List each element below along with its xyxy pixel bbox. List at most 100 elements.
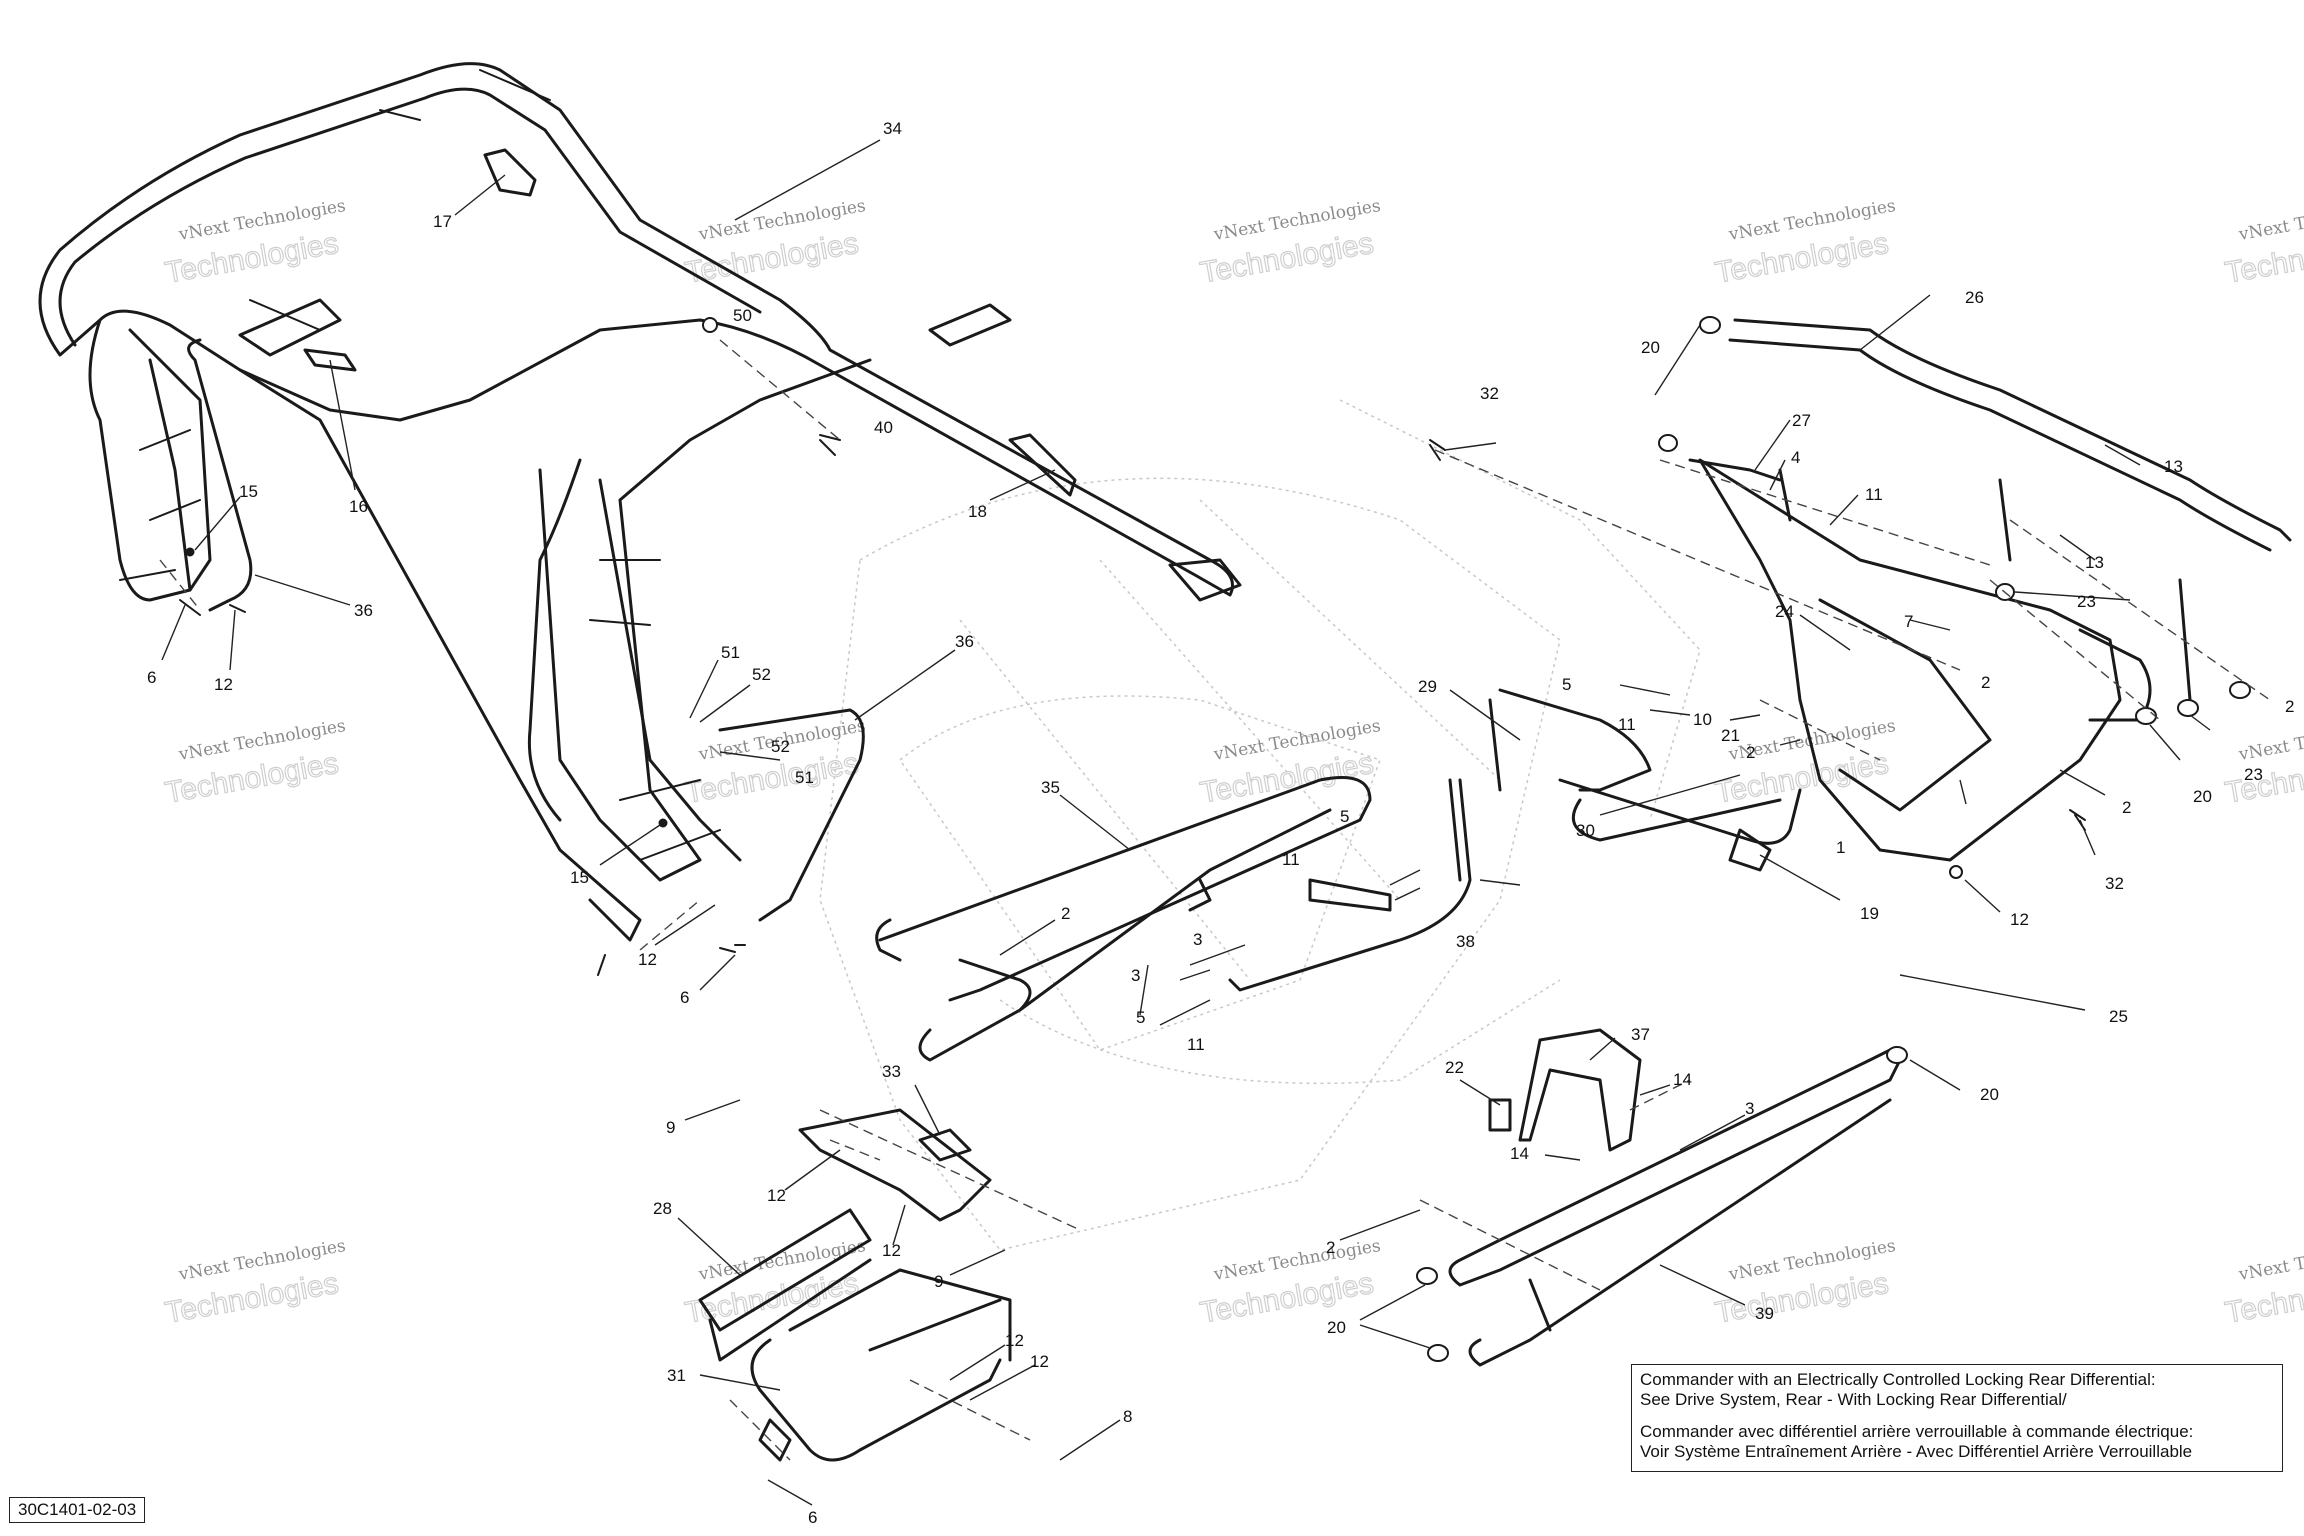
vehicle-ghost-outline: [819, 399, 1701, 1251]
callout-3-c: 3: [1745, 1099, 1754, 1118]
callout-18: 18: [968, 502, 987, 521]
roll-cage-small-parts: [187, 148, 1077, 922]
callout-24: 24: [1775, 602, 1794, 621]
cap-20b: [2135, 707, 2157, 725]
callout-36-left: 36: [354, 601, 373, 620]
callout-11-d: 11: [1618, 715, 1636, 734]
callout-32-right: 32: [2105, 874, 2124, 893]
nut-15a: [185, 547, 195, 557]
plate-16: [303, 348, 357, 372]
cap-20b-left: [1658, 434, 1678, 452]
callout-5-a: 5: [1340, 807, 1349, 826]
callout-23-b: 23: [2244, 765, 2263, 784]
cap-20-edge: [2229, 681, 2251, 699]
callout-20-d: 20: [1327, 1318, 1346, 1337]
callout-9-b: 9: [934, 1272, 943, 1291]
grab-bar-36-right: [718, 708, 865, 922]
hardware: [179, 316, 2251, 1362]
note-box: Commander with an Electrically Controlle…: [1631, 1364, 2283, 1472]
callout-11-b: 11: [1187, 1035, 1205, 1054]
callout-2-b: 2: [1746, 743, 1755, 762]
callout-34: 34: [883, 119, 902, 138]
callout-39: 39: [1755, 1304, 1774, 1323]
callout-30: 30: [1576, 821, 1595, 840]
svg-text:vNext Technologies: vNext Technologies: [2236, 196, 2304, 245]
grab-bar-36-left: [187, 338, 253, 612]
callout-19: 19: [1860, 904, 1879, 923]
trim-18: [1008, 433, 1077, 497]
callout-12-e: 12: [882, 1241, 901, 1260]
callout-9-a: 9: [666, 1118, 675, 1137]
svg-text:vNext Technologies: vNext Technologies: [2236, 716, 2304, 765]
callout-20-top: 20: [1641, 338, 1660, 357]
note-line-en-2: See Drive System, Rear - With Locking Re…: [1640, 1390, 2067, 1409]
callout-40: 40: [874, 418, 893, 437]
callout-5-c: 5: [1562, 675, 1571, 694]
brackets-33-28-31: [698, 1108, 1012, 1462]
callout-12-f: 12: [1005, 1331, 1024, 1350]
cap-20c: [1886, 1046, 1908, 1064]
callout-2-e: 2: [2285, 697, 2294, 716]
bracket-17: [483, 148, 537, 197]
callout-6-bottom: 6: [808, 1508, 817, 1527]
callout-28: 28: [653, 1199, 672, 1218]
callout-51-upper: 51: [721, 643, 740, 662]
callout-2-f: 2: [1326, 1238, 1335, 1257]
callout-1: 1: [1836, 838, 1845, 857]
callout-27: 27: [1792, 411, 1811, 430]
cap-20d-upper: [1416, 1267, 1438, 1285]
note-line-en-1: Commander with an Electrically Controlle…: [1640, 1370, 2156, 1389]
callout-5-b: 5: [1136, 1008, 1145, 1027]
callout-12-g: 12: [1030, 1352, 1049, 1371]
bolt-40: [819, 434, 841, 456]
callout-11-a: 11: [1282, 850, 1300, 869]
frame-38: [1228, 778, 1472, 992]
leader-lines: [161, 139, 2211, 1506]
callout-15-center: 15: [570, 868, 589, 887]
callout-52-upper: 52: [752, 665, 771, 684]
callout-13-b: 13: [2085, 553, 2104, 572]
callout-13-a: 13: [2164, 457, 2183, 476]
callout-36-center: 36: [955, 632, 974, 651]
callout-6-left: 6: [147, 668, 156, 687]
callout-11-c: 11: [1865, 485, 1883, 504]
callout-8: 8: [1123, 1407, 1132, 1426]
callout-4: 4: [1791, 448, 1800, 467]
callout-22: 22: [1445, 1058, 1464, 1077]
cap-20a: [1699, 316, 1721, 334]
callout-38: 38: [1456, 932, 1475, 951]
callout-12-right: 12: [2010, 910, 2029, 929]
callout-14-a: 14: [1673, 1070, 1692, 1089]
nut-12c: [1949, 865, 1963, 879]
callout-23-a: 23: [2077, 592, 2096, 611]
callout-15-left: 15: [239, 482, 258, 501]
callout-16: 16: [349, 497, 368, 516]
bolts-6-12-left: [179, 599, 246, 616]
rear-frame-assembly: [1488, 318, 2292, 872]
svg-text:vNext Technologies: vNext Technologies: [2236, 1236, 2304, 1285]
callout-17: 17: [433, 212, 452, 231]
frame-35: [875, 776, 1372, 1062]
callout-2-d: 2: [2122, 798, 2131, 817]
cap-20d-lower: [1427, 1344, 1449, 1362]
callout-32-top: 32: [1480, 384, 1499, 403]
callout-33: 33: [882, 1062, 901, 1081]
note-line-fr-1: Commander avec différentiel arrière verr…: [1640, 1422, 2194, 1441]
callout-3-a: 3: [1193, 930, 1202, 949]
cap-23b: [2177, 699, 2199, 717]
callout-2-c: 2: [1981, 673, 1990, 692]
roll-cage-34: [38, 62, 1242, 942]
callout-26: 26: [1965, 288, 1984, 307]
callout-20-b: 20: [2193, 787, 2212, 806]
assembly-lines: [159, 339, 2271, 1461]
callout-12-d: 12: [767, 1186, 786, 1205]
callout-52-lower: 52: [771, 737, 790, 756]
callout-37: 37: [1631, 1025, 1650, 1044]
callout-20-c: 20: [1980, 1085, 1999, 1104]
callout-50: 50: [733, 306, 752, 325]
parts-37-22-39: [1448, 1028, 1902, 1367]
callout-12-center: 12: [638, 950, 657, 969]
note-line-fr-2: Voir Système Entraînement Arrière - Avec…: [1640, 1442, 2193, 1461]
